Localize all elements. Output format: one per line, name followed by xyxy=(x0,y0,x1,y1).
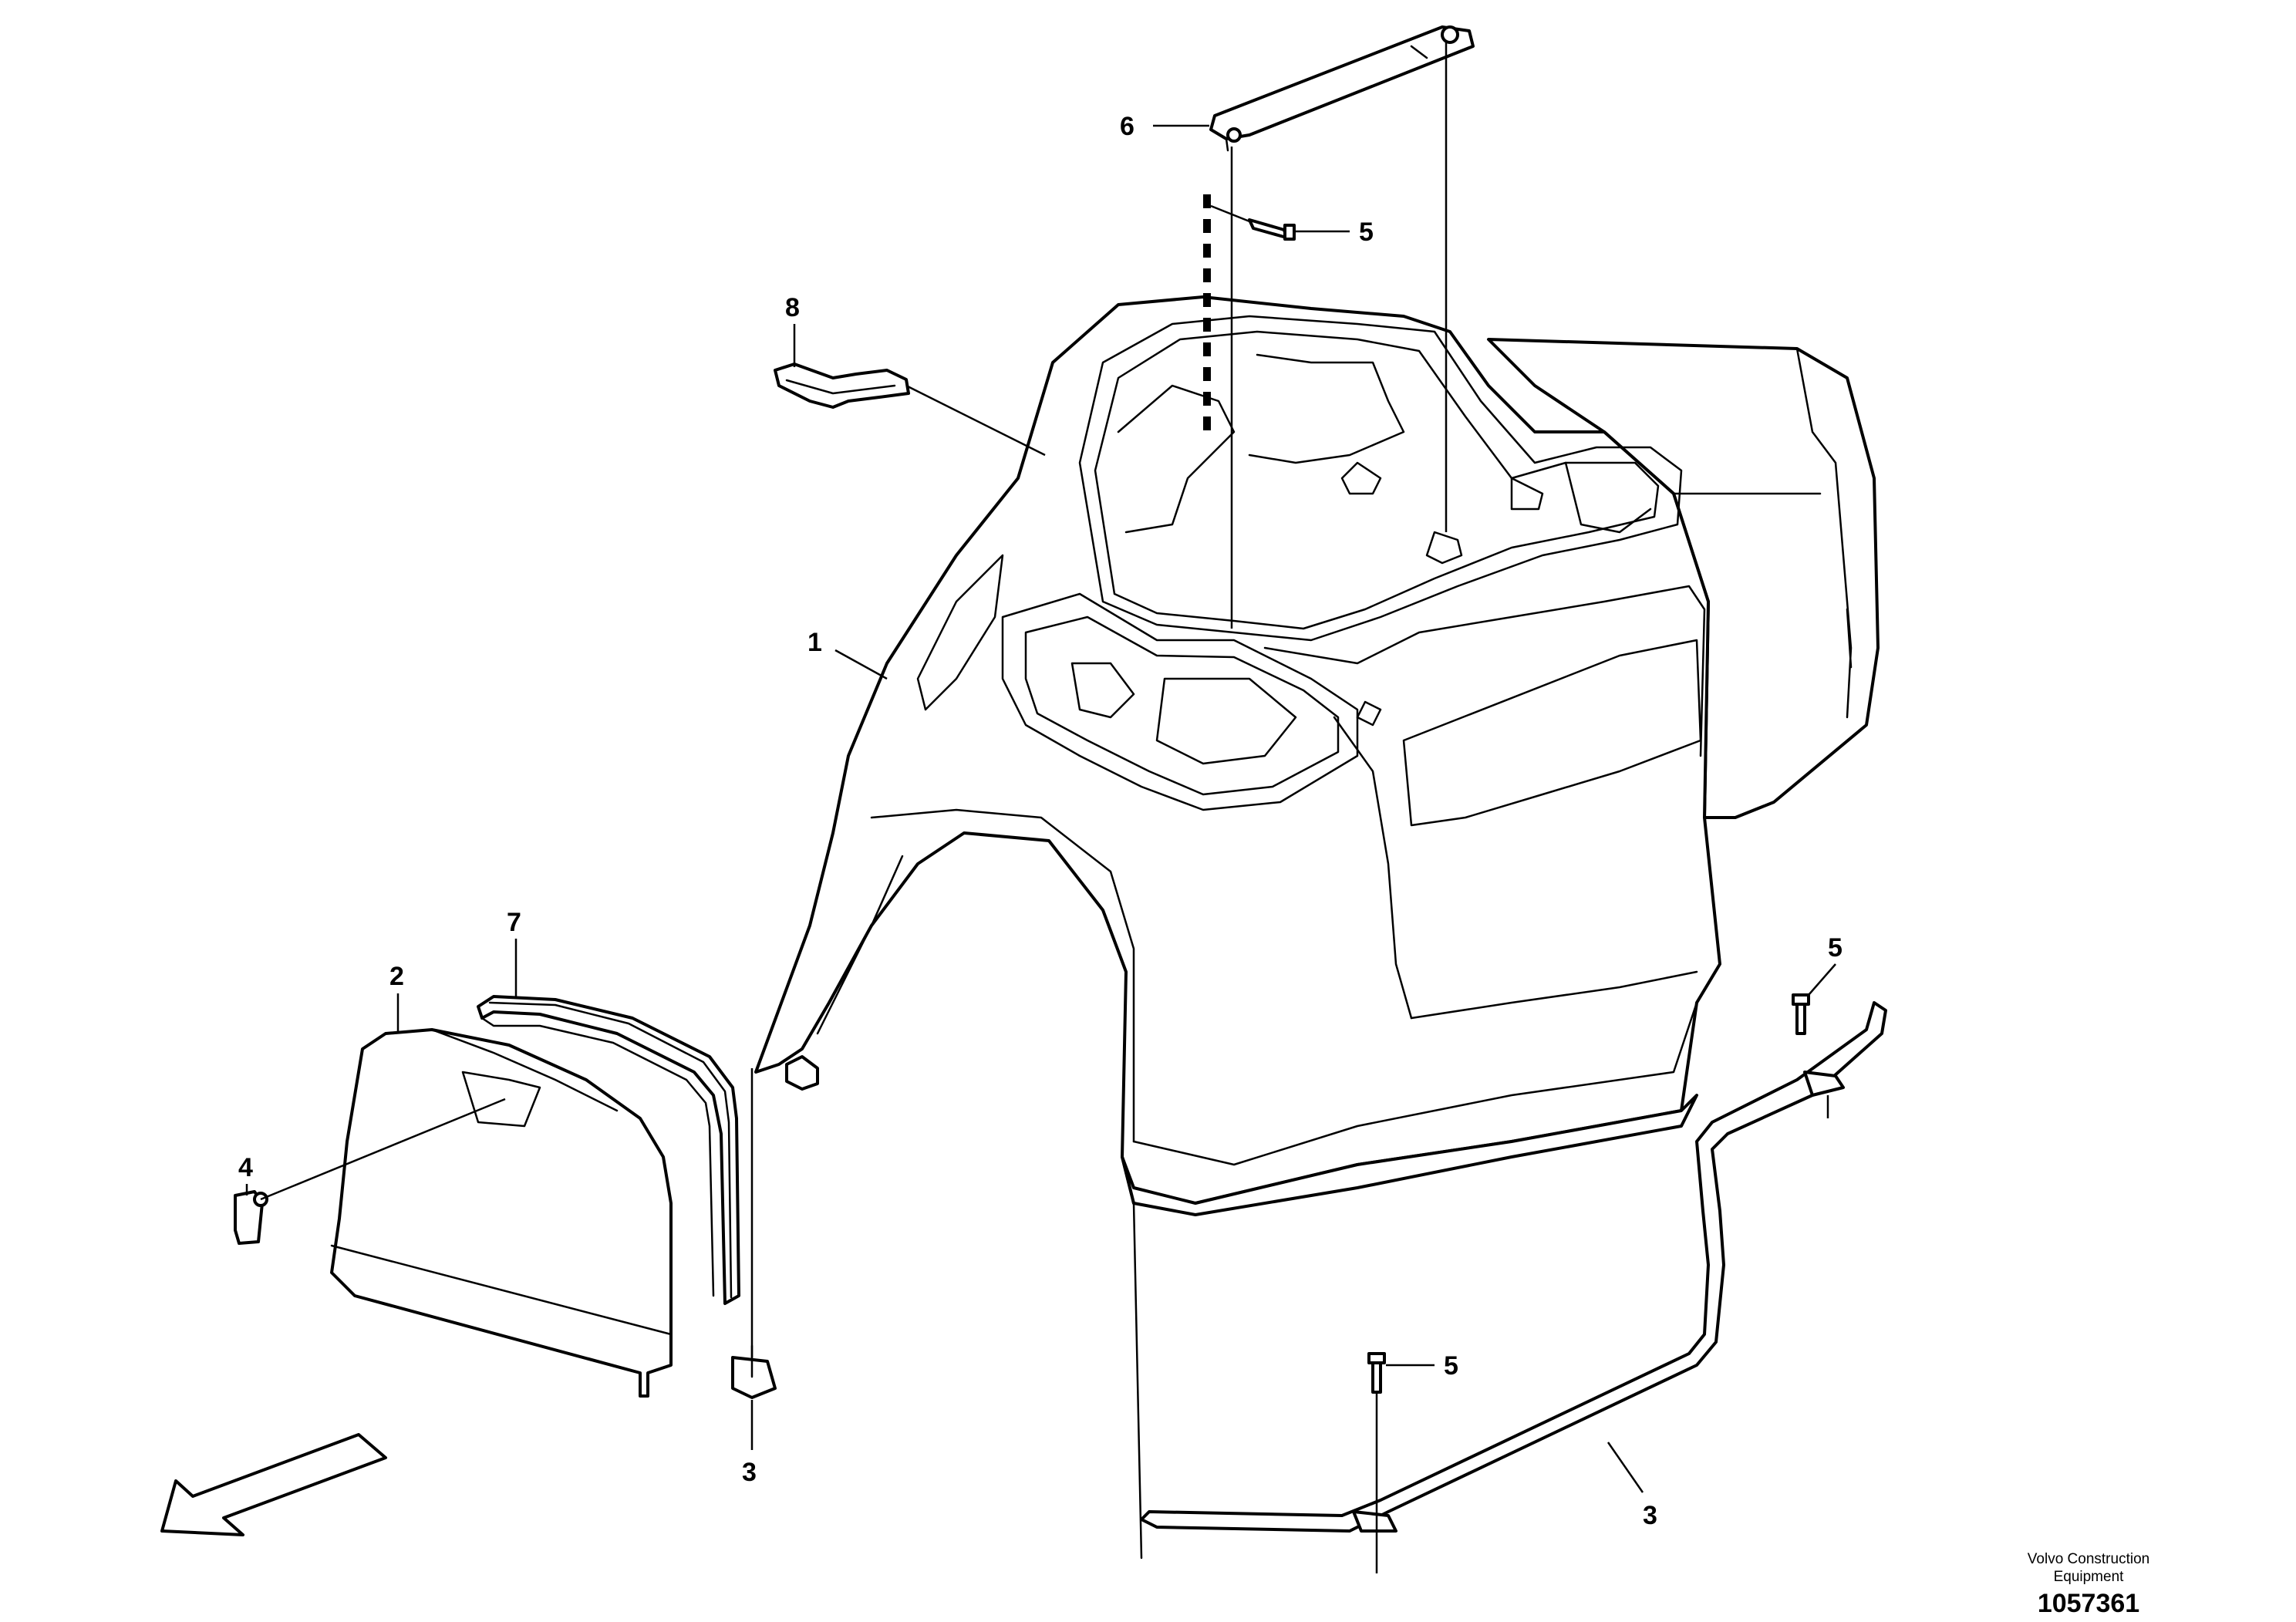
forward-direction-arrow-icon xyxy=(160,1433,387,1536)
part-4-clip xyxy=(234,1190,268,1245)
callout-4: 4 xyxy=(238,1153,253,1182)
part-6-mounting-plate xyxy=(1209,25,1475,152)
callout-3-left: 3 xyxy=(742,1458,757,1487)
part-1-console-housing xyxy=(754,295,1880,1560)
part-7-gasket-frame xyxy=(477,995,740,1305)
callout-5-top: 5 xyxy=(1359,218,1374,247)
part-8-bracket xyxy=(774,363,910,409)
part-5-bolt-bottom xyxy=(1367,1352,1386,1394)
leader-lines xyxy=(245,42,1836,1573)
part-5-bolt-top xyxy=(1248,218,1296,241)
figure-number: 1057361 xyxy=(2038,1589,2139,1618)
callout-7: 7 xyxy=(507,908,521,937)
footer-company-line2: Equipment xyxy=(2054,1569,2125,1585)
callout-1: 1 xyxy=(807,628,822,657)
part-3-clip-left xyxy=(731,1344,777,1399)
callout-3-right: 3 xyxy=(1643,1501,1657,1530)
part-5-bolt-right xyxy=(1792,993,1810,1035)
callout-5-bottom: 5 xyxy=(1444,1351,1458,1381)
callout-5-right: 5 xyxy=(1828,933,1843,963)
part-2-cover-panel xyxy=(330,1028,673,1398)
callout-2: 2 xyxy=(389,962,404,991)
callout-8: 8 xyxy=(785,293,800,322)
footer-company-line1: Volvo Construction xyxy=(2028,1551,2149,1567)
callout-6: 6 xyxy=(1120,112,1135,141)
